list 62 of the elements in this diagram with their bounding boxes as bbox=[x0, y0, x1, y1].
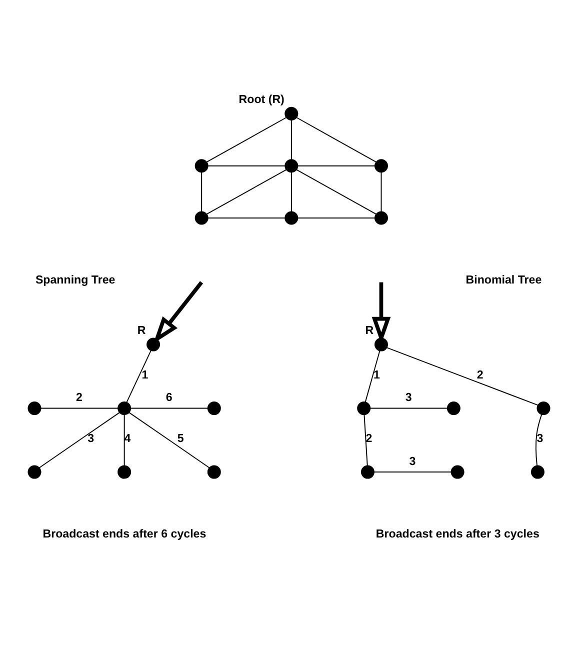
connector bbox=[370, 408, 448, 409]
node-circle bbox=[357, 402, 371, 416]
node-circle bbox=[450, 465, 464, 479]
label: Broadcast ends after 6 cycles bbox=[42, 528, 206, 540]
node-circle bbox=[207, 402, 221, 416]
connector bbox=[201, 172, 202, 212]
connector bbox=[128, 412, 210, 468]
node-circle bbox=[118, 465, 132, 479]
arrow bbox=[153, 281, 204, 344]
node-circle bbox=[374, 338, 388, 352]
node-label: Root (R) bbox=[238, 94, 284, 106]
node-circle bbox=[194, 159, 208, 173]
node-circle bbox=[207, 465, 221, 479]
connector bbox=[206, 117, 287, 162]
edge-label: 1 bbox=[142, 369, 148, 382]
node-circle bbox=[28, 402, 42, 416]
connector bbox=[297, 165, 376, 166]
connector bbox=[40, 408, 118, 409]
connector bbox=[535, 414, 542, 466]
connector bbox=[386, 347, 538, 406]
node-label: R bbox=[137, 325, 146, 338]
edge-label: 5 bbox=[177, 433, 184, 446]
label: Binomial Tree bbox=[466, 274, 542, 286]
connector bbox=[126, 350, 152, 403]
label: Broadcast ends after 3 cycles bbox=[376, 528, 540, 540]
edge-label: 2 bbox=[76, 392, 82, 404]
node-circle bbox=[146, 338, 160, 352]
node-circle bbox=[536, 402, 550, 416]
connector bbox=[206, 169, 287, 215]
node-circle bbox=[284, 211, 298, 225]
node-circle bbox=[446, 402, 460, 416]
connector bbox=[296, 117, 376, 162]
connector bbox=[38, 412, 120, 468]
connector bbox=[130, 408, 208, 409]
node-circle bbox=[360, 465, 374, 479]
node-circle bbox=[530, 465, 544, 479]
edge-label: 2 bbox=[366, 433, 372, 446]
connector bbox=[296, 169, 376, 215]
node-label: R bbox=[365, 325, 374, 338]
node-circle bbox=[194, 211, 208, 225]
connector bbox=[207, 165, 286, 166]
connector bbox=[290, 120, 292, 160]
edge-label: 3 bbox=[405, 392, 412, 404]
edge-label: 3 bbox=[409, 456, 416, 468]
connector bbox=[124, 414, 125, 466]
label: Spanning Tree bbox=[35, 274, 116, 286]
edge-label: 6 bbox=[166, 392, 172, 404]
node-circle bbox=[28, 465, 42, 479]
edge-label: 2 bbox=[476, 369, 484, 382]
connector bbox=[374, 472, 452, 473]
edge-label: 3 bbox=[88, 433, 94, 446]
edge-label: 1 bbox=[374, 369, 380, 382]
node-circle bbox=[374, 159, 388, 173]
connector bbox=[364, 414, 368, 466]
connector bbox=[290, 172, 292, 212]
node-circle bbox=[284, 159, 298, 173]
edge-label: 3 bbox=[536, 433, 544, 446]
node-circle bbox=[284, 106, 298, 120]
node-circle bbox=[374, 211, 388, 225]
node-circle bbox=[118, 402, 132, 416]
connector bbox=[364, 350, 380, 403]
connector bbox=[380, 172, 382, 212]
